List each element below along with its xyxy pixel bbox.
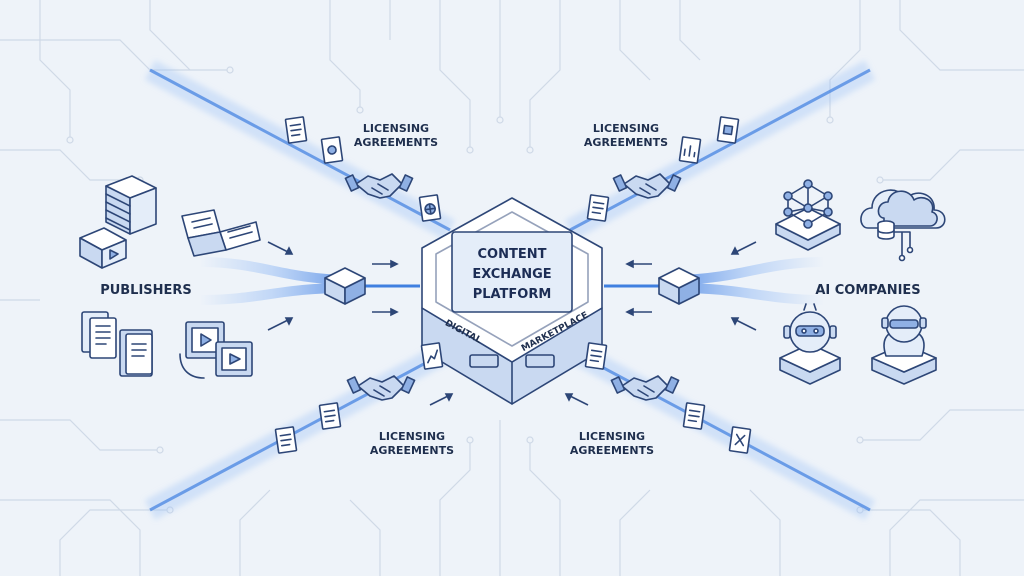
stacked-books-icon: [105, 175, 157, 235]
film-reel-icon: [179, 321, 253, 379]
document-icon: [584, 342, 608, 370]
ai-companies-icons: [775, 179, 946, 385]
svg-text:LICENSING: LICENSING: [579, 430, 645, 443]
document-icon: [284, 116, 308, 144]
svg-text:AGREEMENTS: AGREEMENTS: [570, 444, 654, 457]
hub-title-line-1: CONTENT: [478, 247, 547, 262]
document-icon: [274, 426, 298, 454]
svg-text:AGREEMENTS: AGREEMENTS: [584, 136, 668, 149]
licensing-label-bottom-left: LICENSING AGREEMENTS: [370, 430, 454, 457]
central-hub: CONTENT EXCHANGE PLATFORM DIGITAL MARKET…: [421, 197, 603, 405]
open-book-icon: [181, 209, 261, 257]
data-streams: [144, 60, 876, 520]
svg-text:LICENSING: LICENSING: [363, 122, 429, 135]
document-stack-icon: [81, 311, 117, 359]
document-icons: [274, 116, 752, 454]
video-book-icon: [79, 227, 127, 269]
settings-document-icon: [320, 136, 344, 164]
chart-document-icon: [678, 136, 702, 164]
document-icon: [318, 402, 342, 430]
handshake-icon: [344, 173, 414, 199]
svg-text:LICENSING: LICENSING: [379, 430, 445, 443]
robot-head-icon: [779, 303, 841, 385]
licensing-label-top-left: LICENSING AGREEMENTS: [354, 122, 438, 149]
licensing-label-top-right: LICENSING AGREEMENTS: [584, 122, 668, 149]
cloud-database-icon: [860, 189, 946, 262]
handshake-icon: [612, 173, 682, 199]
licensing-label-bottom-right: LICENSING AGREEMENTS: [570, 430, 654, 457]
left-connector-icon: [324, 267, 366, 305]
neural-network-icon: [775, 179, 841, 251]
svg-text:AGREEMENTS: AGREEMENTS: [354, 136, 438, 149]
hub-title-line-2: EXCHANGE: [472, 267, 551, 282]
svg-text:LICENSING: LICENSING: [593, 122, 659, 135]
hub-title-line-3: PLATFORM: [473, 287, 552, 302]
handshake-icon: [346, 375, 416, 401]
puzzle-document-icon: [716, 116, 740, 144]
document-icon: [586, 194, 610, 222]
svg-text:AGREEMENTS: AGREEMENTS: [370, 444, 454, 457]
globe-document-icon: [418, 194, 442, 222]
tools-document-icon: [728, 426, 752, 454]
ai-companies-label: AI COMPANIES: [815, 283, 920, 298]
publishers-icons: [79, 175, 261, 379]
handshake-icon: [610, 375, 680, 401]
publishers-label: PUBLISHERS: [100, 283, 192, 298]
ai-humanoid-icon: [871, 305, 937, 385]
chart-document-icon: [420, 342, 444, 370]
right-connector-icon: [658, 267, 700, 305]
document-icon: [682, 402, 706, 430]
book-icon: [119, 329, 153, 377]
